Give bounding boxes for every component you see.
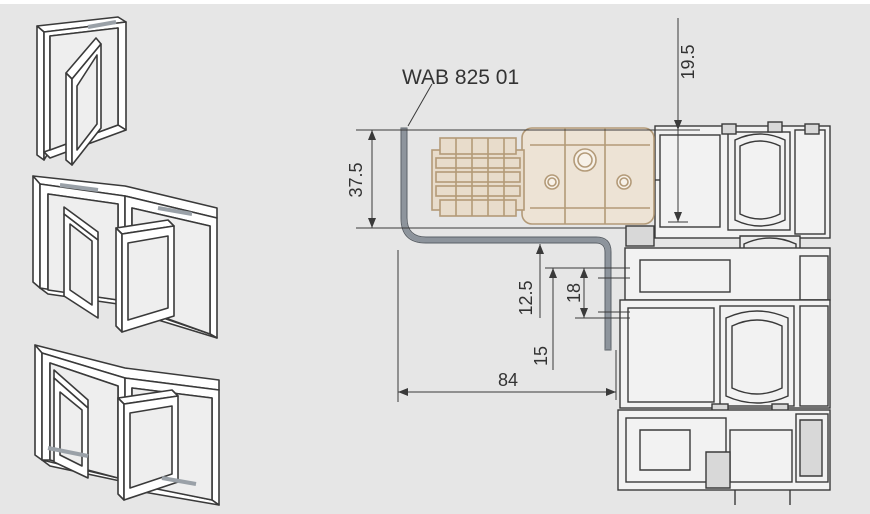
bracket-outline xyxy=(400,127,612,351)
top-border xyxy=(0,0,870,4)
window-icon-double-casement xyxy=(32,175,218,339)
dim-top-offset: 19.5 xyxy=(678,44,698,79)
dim-slot-length: 18 xyxy=(564,283,584,303)
window-icon-double-bottom-hinge xyxy=(34,344,220,506)
dimension-lines xyxy=(356,18,700,402)
aluminium-profile-section xyxy=(617,121,831,505)
dim-leg-offset: 15 xyxy=(531,346,551,366)
part-label: WAB 825 01 xyxy=(402,66,519,89)
bracket-profile xyxy=(401,127,611,351)
dim-bracket-width: 84 xyxy=(498,370,518,390)
window-icon-single-casement xyxy=(36,16,127,166)
hinge-body xyxy=(431,127,655,225)
dim-bracket-height: 37.5 xyxy=(346,162,366,197)
dimension-arrows xyxy=(368,120,682,396)
dim-slot-offset: 12.5 xyxy=(516,280,536,315)
